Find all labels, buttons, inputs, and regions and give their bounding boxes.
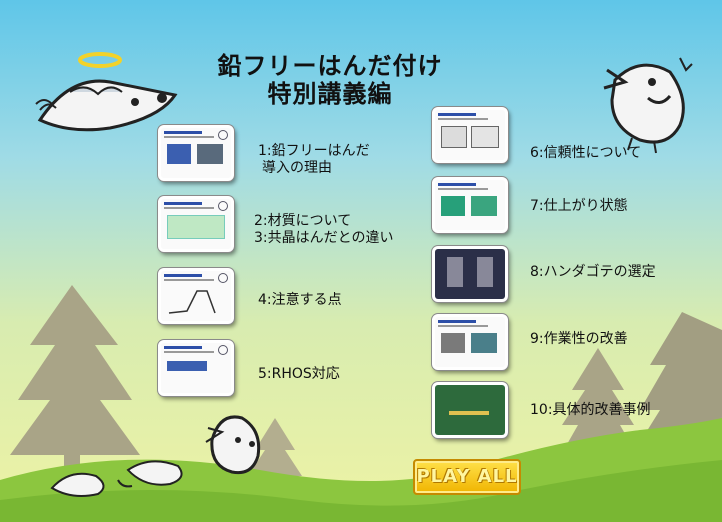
angel-character <box>35 52 178 132</box>
thumb-logo-icon <box>218 345 228 355</box>
lesson-6-label[interactable]: 6:信頼性について <box>530 145 642 161</box>
thumb-logo-icon <box>218 130 228 140</box>
thumb-header-bar <box>164 131 202 134</box>
thumb-table <box>167 215 225 239</box>
thumb-photo-detail <box>477 257 493 287</box>
lesson-1-thumbnail[interactable] <box>158 125 234 181</box>
lesson-8-label[interactable]: 8:ハンダゴテの選定 <box>530 264 656 280</box>
thumb-photo <box>435 249 505 299</box>
thumb-image <box>471 196 497 216</box>
thumb-image <box>471 126 499 148</box>
thumb-image <box>441 333 465 353</box>
lying-characters <box>50 460 183 497</box>
thumb-header-bar <box>164 202 202 205</box>
thumb-image <box>167 361 207 371</box>
lesson-10-thumbnail[interactable] <box>432 382 508 438</box>
hill-front <box>0 460 722 522</box>
thumb-header-bar <box>164 274 202 277</box>
thumb-text-line <box>164 351 214 353</box>
lesson-4-label[interactable]: 4:注意する点 <box>258 292 342 308</box>
thumb-header-bar <box>438 183 476 186</box>
thumb-text-line <box>438 118 488 120</box>
lesson-9-label[interactable]: 9:作業性の改善 <box>530 331 628 347</box>
lesson-10-label[interactable]: 10:具体的改善事例 <box>530 402 651 418</box>
lesson-6-thumbnail[interactable] <box>432 107 508 163</box>
thumb-text-line <box>164 207 214 209</box>
title-line-2: 特別講義編 <box>267 80 393 108</box>
thumb-text-line <box>438 325 488 327</box>
thumb-photo-detail <box>449 411 489 415</box>
thumb-logo-icon <box>218 273 228 283</box>
lesson-7-label[interactable]: 7:仕上がり状態 <box>530 198 628 214</box>
lesson-2-label-line: 2:材質について <box>254 213 352 229</box>
thumb-image <box>441 196 465 216</box>
lesson-2-thumbnail[interactable] <box>158 196 234 252</box>
lesson-4-thumbnail[interactable] <box>158 268 234 324</box>
thumb-logo-icon <box>218 201 228 211</box>
thumb-graph <box>168 290 216 314</box>
thumb-image <box>197 144 223 164</box>
thumb-image <box>441 126 467 148</box>
thumb-image <box>471 333 497 353</box>
thumb-header-bar <box>438 113 476 116</box>
thumb-text-line <box>164 136 214 138</box>
play-all-button[interactable]: PLAY ALL <box>413 459 521 495</box>
lesson-7-thumbnail[interactable] <box>432 177 508 233</box>
thumb-photo-detail <box>447 257 463 287</box>
lesson-2-3-label[interactable]: 2:材質について 3:共晶はんだとの違い <box>254 213 393 247</box>
lesson-1-label-line2: 導入の理由 <box>262 160 332 176</box>
lesson-5-label[interactable]: 5:RHOS対応 <box>258 366 340 382</box>
tree-left <box>10 285 140 490</box>
lesson-9-thumbnail[interactable] <box>432 314 508 370</box>
title-line-1: 鉛フリーはんだ付け <box>217 52 443 80</box>
lesson-1-label[interactable]: 1:鉛フリーはんだ 導入の理由 <box>258 143 370 177</box>
lesson-8-thumbnail[interactable] <box>432 246 508 302</box>
page-title: 鉛フリーはんだ付け 特別講義編 <box>190 52 470 108</box>
thumb-photo <box>435 385 505 435</box>
mascot-character-bottom <box>205 415 261 475</box>
thumb-image <box>167 144 191 164</box>
thumb-header-bar <box>164 346 202 349</box>
thumb-text-line <box>164 279 214 281</box>
thumb-text-line <box>438 188 488 190</box>
lesson-3-label-line: 3:共晶はんだとの違い <box>254 230 394 246</box>
thumb-header-bar <box>438 320 476 323</box>
lesson-1-label-line1: 1:鉛フリーはんだ <box>258 143 370 159</box>
mascot-character-right <box>603 57 693 154</box>
lesson-5-thumbnail[interactable] <box>158 340 234 396</box>
